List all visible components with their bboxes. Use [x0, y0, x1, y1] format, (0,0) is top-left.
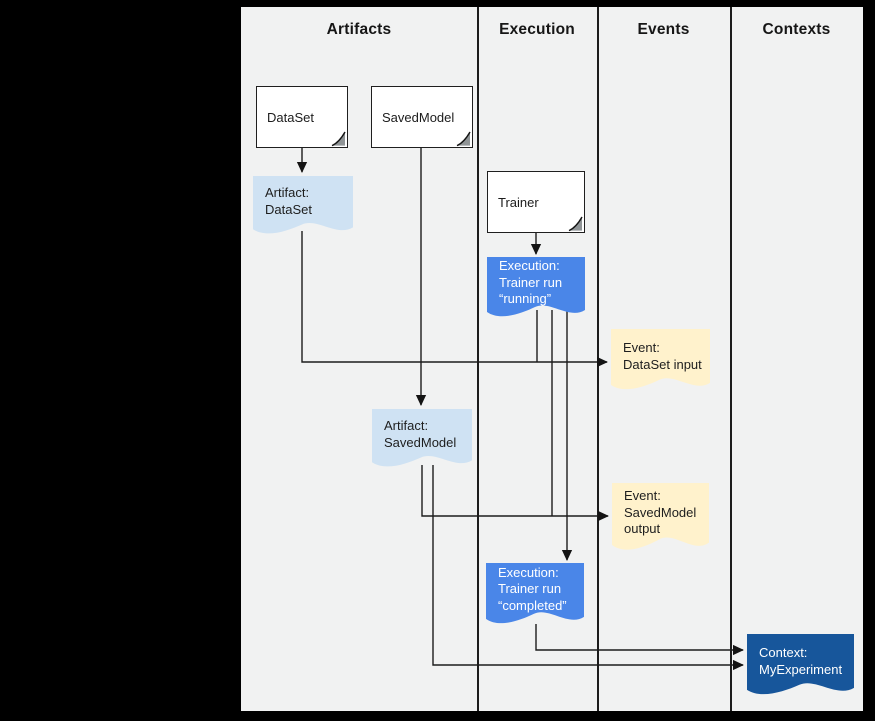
label-line: Event: — [623, 339, 660, 355]
context-myexperiment-label: Context: MyExperiment — [747, 634, 854, 687]
label-line: Execution: — [499, 258, 560, 274]
event-savedmodel-output-node: Event: SavedModel output — [612, 483, 709, 555]
flag-shape — [611, 329, 710, 390]
label-line: MyExperiment — [759, 661, 843, 677]
label-line: Trainer run — [499, 274, 563, 290]
artifact-savedmodel-node: Artifact: SavedModel — [372, 409, 472, 471]
event-dataset-input-label: Event: DataSet input — [611, 329, 710, 382]
dataset-doc-node: DataSet — [256, 86, 348, 148]
trainer-doc-node: Trainer — [487, 171, 585, 233]
column-header-contexts: Contexts — [762, 21, 831, 38]
event-dataset-input-node: Event: DataSet input — [611, 329, 710, 394]
artifact-savedmodel-label: Artifact: SavedModel — [372, 409, 472, 459]
artifact-dataset-label: Artifact: DataSet — [253, 176, 353, 226]
column-header-execution: Execution — [499, 21, 575, 38]
flag-shape — [486, 563, 584, 624]
column-divider — [730, 7, 732, 711]
arrow-artifactsavedmodel-to-event — [421, 465, 609, 522]
flag-shape — [253, 176, 353, 234]
flag-shape — [372, 409, 472, 467]
savedmodel-doc-label: SavedModel — [382, 109, 455, 125]
label-line: Artifact: — [265, 185, 310, 200]
label-line: Trainer run — [498, 581, 562, 597]
column-divider — [597, 7, 599, 711]
label-line: “running” — [499, 291, 552, 307]
label-line: “completed” — [498, 597, 567, 613]
execution-completed-node: Execution: Trainer run “completed” — [486, 563, 584, 628]
label-line: Event: — [624, 488, 661, 504]
folded-corner-icon — [456, 131, 471, 147]
column-header-events: Events — [637, 21, 690, 38]
event-savedmodel-output-label: Event: SavedModel output — [612, 483, 709, 543]
label-line: output — [624, 521, 661, 537]
artifact-dataset-node: Artifact: DataSet — [253, 176, 353, 238]
label-line: Execution: — [498, 564, 559, 580]
context-myexperiment-node: Context: MyExperiment — [747, 634, 854, 699]
execution-completed-label: Execution: Trainer run “completed” — [486, 563, 584, 616]
folded-corner-icon — [331, 131, 346, 147]
savedmodel-doc-node: SavedModel — [371, 86, 473, 148]
column-divider — [477, 7, 479, 711]
execution-running-node: Execution: Trainer run “running” — [487, 257, 585, 321]
flag-shape — [747, 634, 854, 695]
execution-running-label: Execution: Trainer run “running” — [487, 257, 585, 309]
flag-shape — [612, 483, 709, 550]
label-line: DataSet — [265, 202, 312, 217]
label-line: Context: — [759, 644, 808, 660]
column-header-artifacts: Artifacts — [326, 21, 392, 38]
label-line: SavedModel — [384, 435, 457, 450]
dataset-doc-label: DataSet — [267, 109, 314, 125]
folded-corner-icon — [568, 216, 583, 232]
flag-shape — [487, 257, 585, 317]
trainer-doc-label: Trainer — [498, 194, 539, 210]
lineage-diagram-panel: Artifacts Execution Events Contexts — [241, 7, 863, 711]
label-line: Artifact: — [384, 418, 429, 433]
label-line: SavedModel — [624, 504, 697, 520]
label-line: DataSet input — [623, 356, 702, 372]
